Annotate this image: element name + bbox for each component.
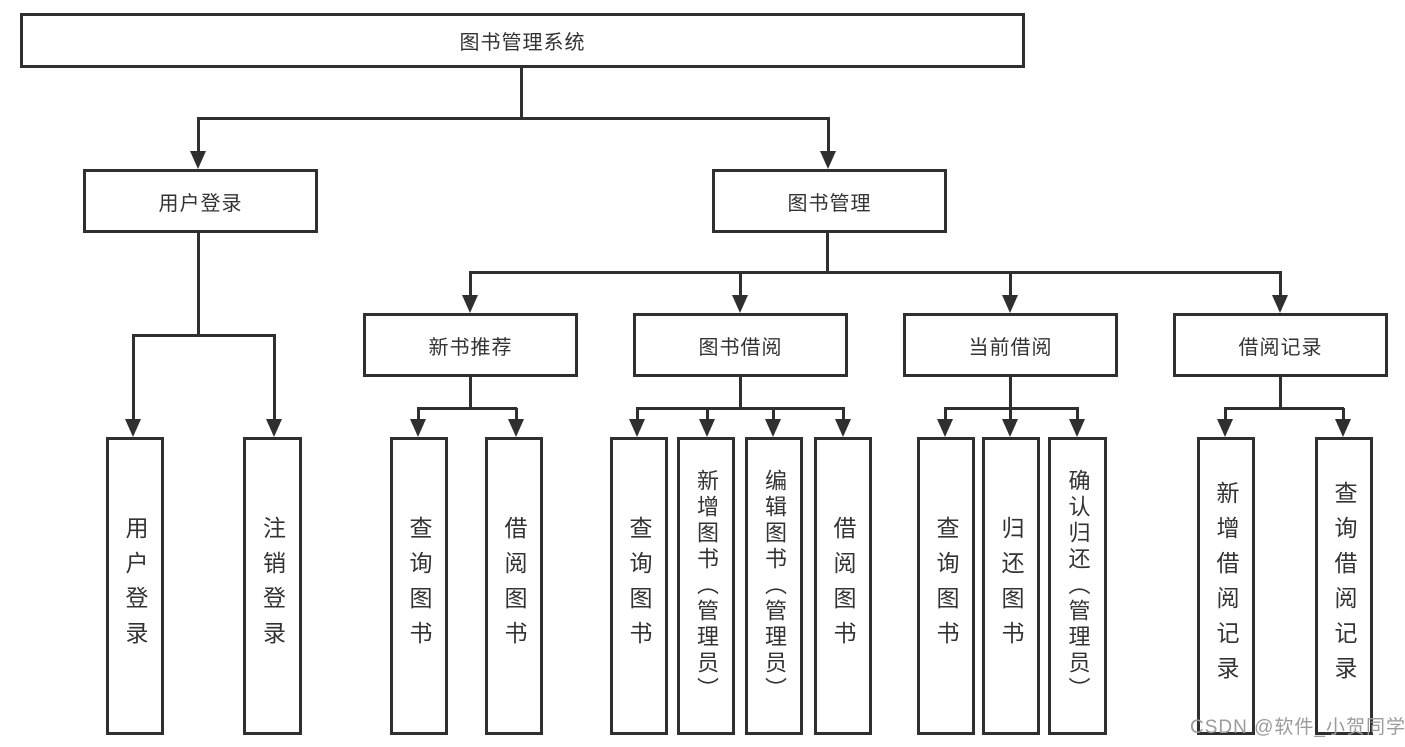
leaf-user-login: 用户登录 (106, 437, 164, 735)
edge-vline (520, 68, 523, 120)
node-label: 归还图书 (998, 516, 1024, 656)
edge-vline (1279, 377, 1282, 410)
edge-vline (469, 377, 472, 410)
arrow-down-icon (1217, 419, 1233, 437)
arrow-down-icon (1002, 295, 1018, 313)
leaf-return-book: 归还图书 (982, 437, 1040, 735)
arrow-down-icon (125, 419, 141, 437)
leaf-edit-book-admin: 编辑图书（管理员） (745, 437, 803, 735)
node-label: 查询图书 (933, 516, 959, 656)
node-label: 确认归还（管理员） (1065, 469, 1091, 703)
node-label: 借阅图书 (501, 516, 527, 656)
leaf-borrow-book: 借阅图书 (814, 437, 872, 735)
arrow-down-icon (266, 419, 282, 437)
leaf-confirm-return-admin: 确认归还（管理员） (1048, 437, 1107, 735)
edge-vline (197, 233, 200, 337)
arrow-down-icon (699, 419, 715, 437)
arrow-stem (944, 408, 947, 423)
arrow-down-icon (732, 295, 748, 313)
leaf-logout: 注销登录 (243, 437, 302, 735)
node-label: 图书管理 (787, 192, 872, 215)
arrow-stem (772, 408, 775, 423)
leaf-recommend-borrow-book: 借阅图书 (485, 437, 543, 735)
edge-vline (739, 377, 742, 410)
node-label: 查询借阅记录 (1331, 481, 1357, 691)
arrow-stem (739, 272, 742, 299)
node-label: 新增图书（管理员） (694, 469, 719, 703)
edge-hline (1224, 407, 1344, 410)
arrow-down-icon (765, 419, 781, 437)
arrow-stem (469, 272, 472, 299)
leaf-query-borrow-record: 查询借阅记录 (1315, 437, 1373, 735)
node-label: 查询图书 (626, 516, 652, 656)
arrow-stem (827, 118, 830, 155)
edge-vline (826, 233, 829, 274)
edge-hline (469, 271, 1282, 274)
node-label: 用户登录 (158, 192, 243, 215)
node-label: 当前借阅 (968, 336, 1053, 359)
node-user-login-branch: 用户登录 (83, 169, 318, 233)
arrow-stem (1076, 408, 1079, 423)
node-label: 新书推荐 (428, 336, 513, 359)
arrow-down-icon (937, 419, 953, 437)
csdn-watermark: CSDN @软件_小贺同学 (1190, 717, 1405, 738)
node-label: 注销登录 (259, 516, 286, 656)
arrow-down-icon (1335, 419, 1351, 437)
arrow-down-icon (820, 151, 836, 169)
leaf-current-query-book: 查询图书 (917, 437, 975, 735)
edge-vline (1009, 377, 1012, 410)
leaf-borrow-query-book: 查询图书 (610, 437, 668, 735)
leaf-recommend-query-book: 查询图书 (390, 437, 448, 735)
arrow-stem (197, 118, 200, 155)
arrow-stem (515, 408, 518, 423)
leaf-add-borrow-record: 新增借阅记录 (1197, 437, 1255, 735)
edge-hline (636, 407, 845, 410)
edge-hline (132, 334, 276, 337)
node-label: 借阅记录 (1238, 336, 1323, 359)
node-borrow-records: 借阅记录 (1173, 313, 1388, 377)
arrow-down-icon (1272, 295, 1288, 313)
arrow-down-icon (410, 419, 426, 437)
arrow-stem (842, 408, 845, 423)
node-label: 用户登录 (122, 516, 148, 656)
leaf-add-book-admin: 新增图书（管理员） (677, 437, 735, 735)
node-book-borrow: 图书借阅 (633, 313, 848, 377)
node-label: 借阅图书 (830, 516, 856, 656)
node-label: 图书借阅 (698, 336, 783, 359)
node-root-system: 图书管理系统 (20, 13, 1025, 68)
arrow-stem (1009, 408, 1012, 423)
arrow-stem (1009, 272, 1012, 299)
arrow-down-icon (835, 419, 851, 437)
arrow-stem (273, 335, 276, 423)
arrow-down-icon (1002, 419, 1018, 437)
arrow-stem (636, 408, 639, 423)
arrow-stem (132, 335, 135, 423)
arrow-down-icon (190, 151, 206, 169)
node-new-book-recommend: 新书推荐 (363, 313, 578, 377)
edge-hline (417, 407, 517, 410)
node-book-management-branch: 图书管理 (712, 169, 947, 233)
arrow-down-icon (508, 419, 524, 437)
arrow-down-icon (629, 419, 645, 437)
node-label: 编辑图书（管理员） (762, 469, 787, 703)
node-current-borrow: 当前借阅 (903, 313, 1118, 377)
arrow-stem (1224, 408, 1227, 423)
node-label: 查询图书 (406, 516, 432, 656)
node-label: 图书管理系统 (459, 32, 586, 54)
arrow-down-icon (1069, 419, 1085, 437)
arrow-stem (417, 408, 420, 423)
arrow-stem (706, 408, 709, 423)
arrow-stem (1279, 272, 1282, 299)
arrow-stem (1342, 408, 1345, 423)
arrow-down-icon (462, 295, 478, 313)
edge-hline (197, 117, 830, 120)
node-label: 新增借阅记录 (1213, 481, 1239, 691)
